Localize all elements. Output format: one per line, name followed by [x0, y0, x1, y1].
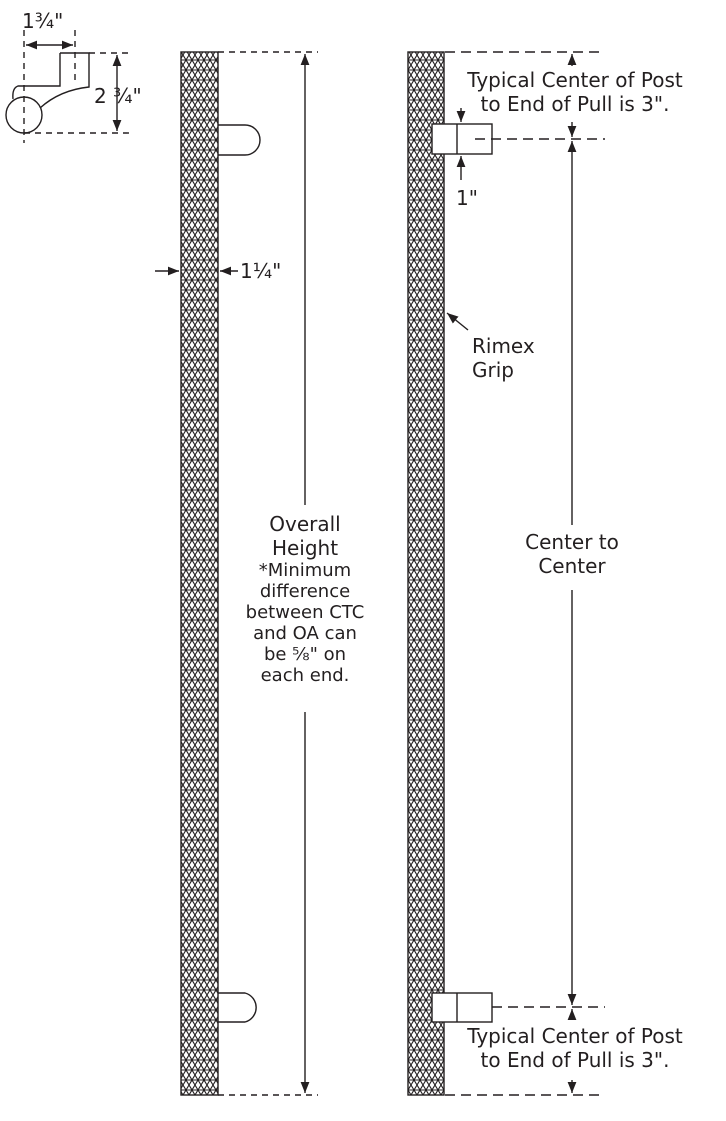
handle-profile-detail	[5, 30, 130, 143]
rimex-grip-label: Rimex Grip	[472, 334, 535, 382]
post-size-label: 1"	[456, 186, 478, 210]
note-line: and OA can	[253, 623, 357, 644]
detail-width-label: 1¾"	[22, 9, 64, 33]
note-line: Typical Center of Post	[467, 68, 683, 92]
note-line: Typical Center of Post	[467, 1024, 683, 1048]
left-grip-bar	[180, 51, 219, 1096]
left-top-post	[218, 124, 261, 156]
left-pull-view	[155, 51, 318, 1096]
right-grip-bar	[407, 51, 445, 1096]
note-line: to End of Pull is 3".	[480, 1048, 670, 1072]
note-line: to End of Pull is 3".	[480, 92, 670, 116]
note-line: difference	[259, 581, 351, 602]
overall-title: Overall	[269, 512, 341, 536]
top-center-note: Typical Center of Post to End of Pull is…	[450, 68, 700, 116]
grip-line: Rimex	[472, 334, 535, 358]
diameter-label: 1¼"	[240, 259, 282, 283]
ctc-line: Center to	[525, 530, 619, 554]
bottom-center-note: Typical Center of Post to End of Pull is…	[450, 1024, 700, 1072]
ctc-line: Center	[538, 554, 606, 578]
overall-title-2: Height	[271, 536, 339, 560]
note-line: each end.	[260, 665, 350, 686]
note-line: *Minimum	[258, 560, 352, 581]
note-line: between CTC	[245, 602, 365, 623]
right-bottom-post	[431, 992, 493, 1023]
note-line: be ⅝" on	[263, 644, 347, 665]
center-to-center-label: Center to Center	[502, 530, 642, 578]
overall-height-label: Overall Height *Minimum difference betwe…	[205, 512, 405, 686]
detail-height-label: 2 ¾"	[94, 84, 142, 108]
left-bottom-post	[218, 992, 257, 1023]
right-pull-view	[407, 51, 605, 1096]
grip-line: Grip	[472, 358, 514, 382]
